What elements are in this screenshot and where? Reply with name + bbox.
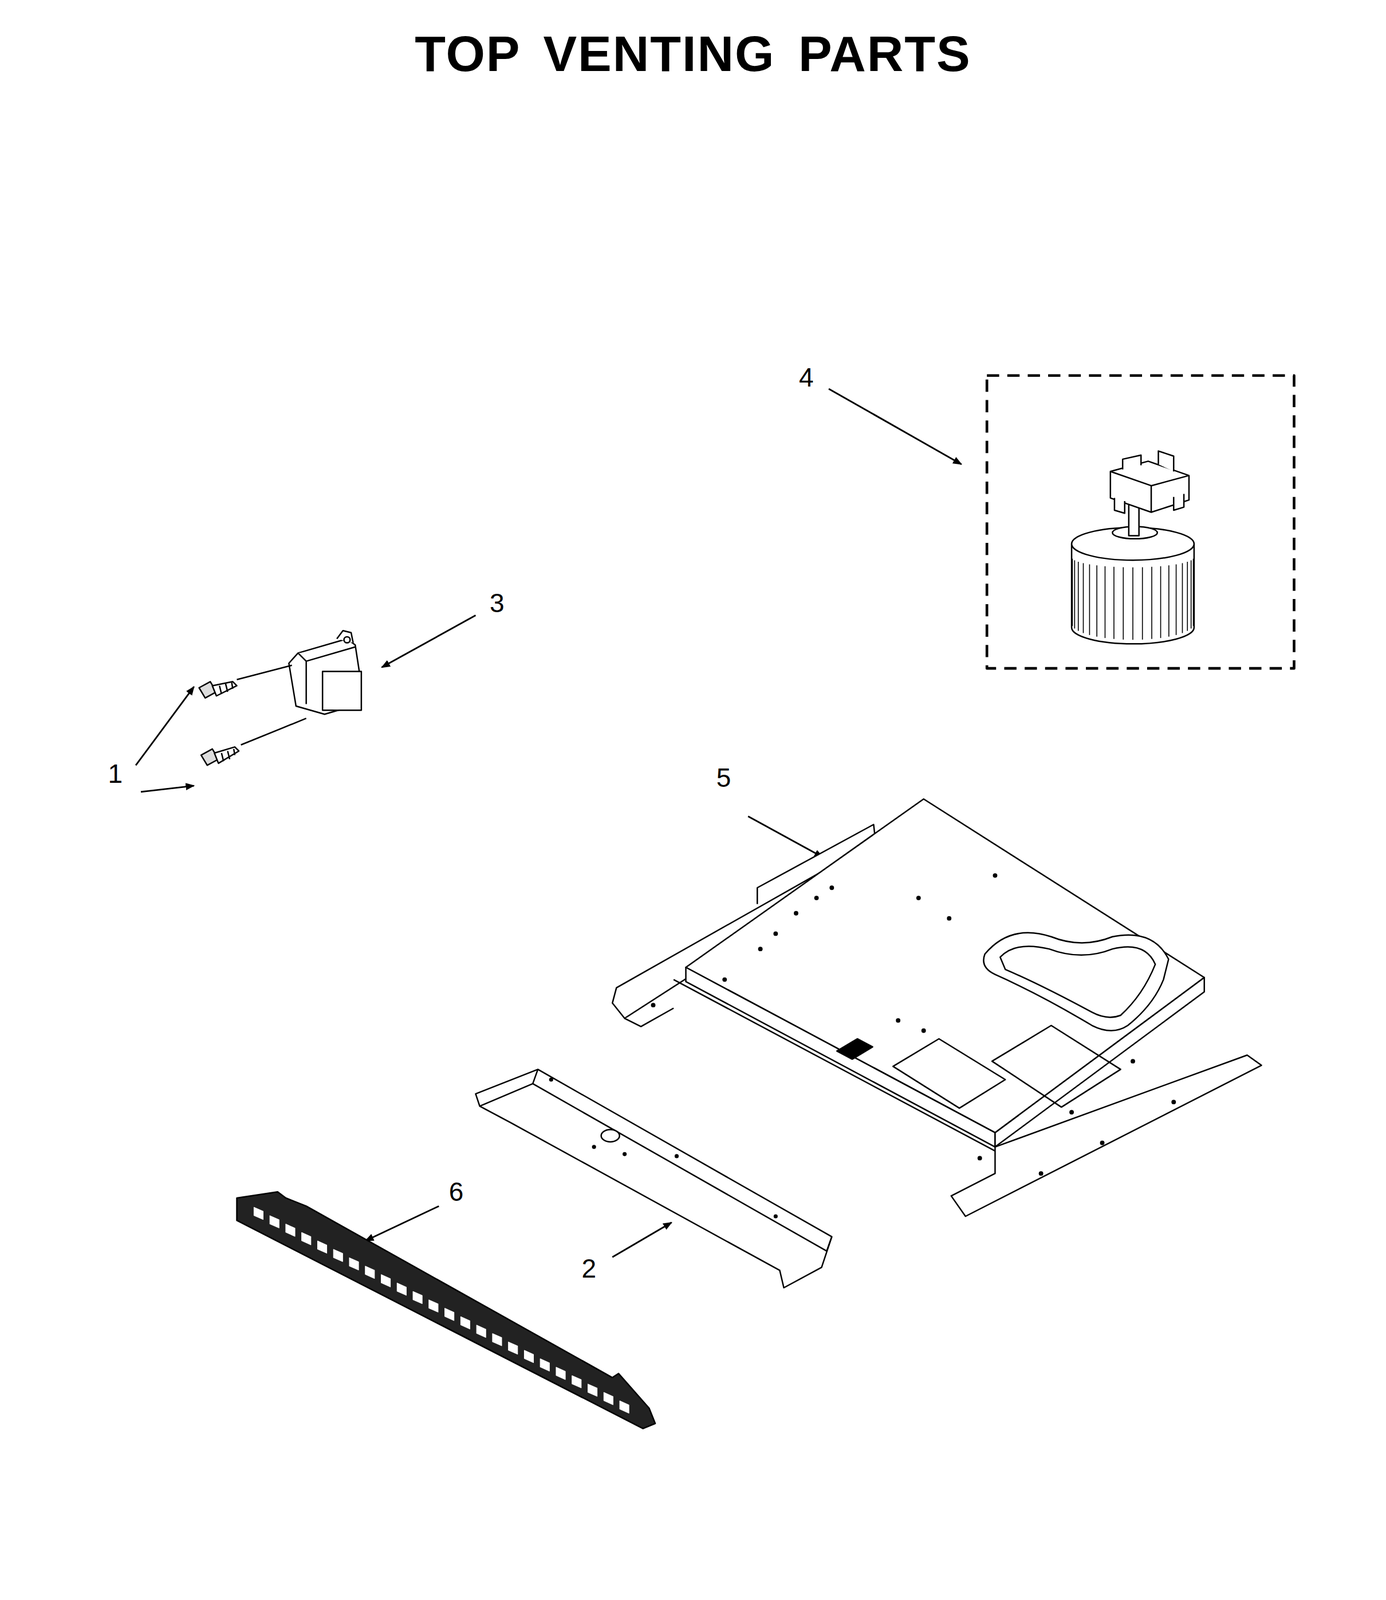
vent-plate [612,798,1262,1217]
transformer [199,630,362,766]
callout-number: 4 [796,363,817,392]
screw [201,746,239,766]
callout-number: 5 [714,763,734,793]
diagram-title: TOP VENTING PARTS [414,28,971,80]
vent-grille [236,1191,656,1429]
blower-motor [986,375,1294,669]
screw [199,681,238,699]
callout-number: 1 [105,759,126,789]
callout-number: 3 [487,588,507,618]
deflector-plate [475,1069,832,1288]
callout-number: 2 [579,1254,599,1283]
callout-number: 6 [446,1177,467,1207]
